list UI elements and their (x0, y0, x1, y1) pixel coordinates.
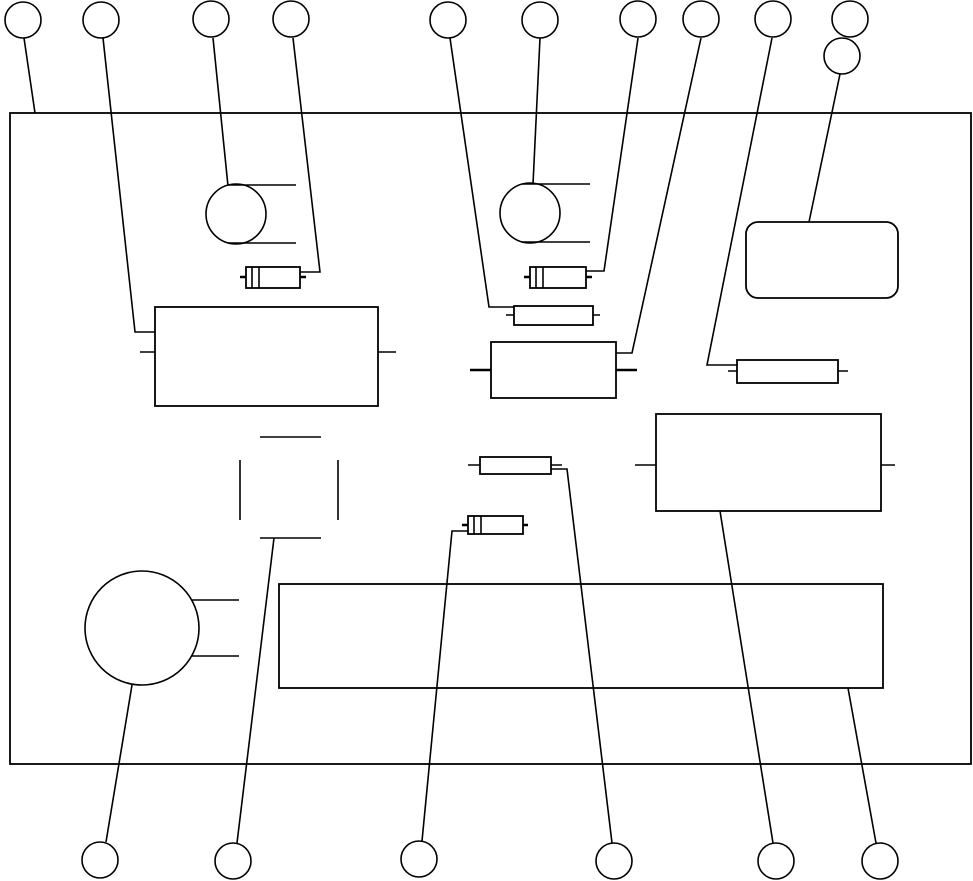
callout-b02 (214, 842, 252, 880)
callout-b04 (595, 842, 633, 880)
terminal-strip (278, 583, 884, 689)
callout-c08 (682, 0, 720, 38)
callout-c06 (521, 1, 559, 39)
leader-b05 (719, 510, 774, 844)
leader-b03 (421, 530, 468, 842)
leader-c06 (532, 37, 541, 185)
callout-b05 (757, 842, 795, 880)
leader-c04 (292, 37, 321, 273)
transistor-mid (499, 182, 590, 244)
ic-socket (239, 436, 339, 539)
diode-lower-mid (462, 515, 528, 535)
transformer-large (84, 570, 239, 686)
leader-c08 (616, 37, 702, 354)
capacitor-mid (470, 341, 637, 399)
leader-c09 (706, 37, 773, 366)
capacitor-right-large (635, 413, 895, 512)
callout-c02 (82, 1, 120, 39)
callout-b06 (861, 842, 899, 880)
leader-c01 (23, 37, 36, 114)
callout-c01 (4, 1, 42, 39)
callouts-bottom (81, 840, 899, 880)
diode-upper-mid (524, 266, 592, 289)
circuit-board-outline (9, 112, 972, 765)
resistor-lower-mid (468, 456, 562, 475)
callouts-top (4, 0, 869, 75)
leader-b01 (105, 684, 133, 843)
leader-c05 (449, 37, 514, 308)
callout-c11 (823, 37, 861, 75)
leader-c07 (586, 37, 639, 272)
leader-c03 (212, 37, 229, 187)
leader-lines (23, 37, 877, 844)
callout-b01 (81, 841, 119, 879)
callout-c09 (754, 0, 792, 38)
leader-b04 (551, 468, 613, 844)
callout-c10 (831, 0, 869, 38)
relay-box (745, 221, 899, 299)
resistor-upper-mid (506, 305, 600, 326)
leader-c02 (102, 37, 155, 333)
capacitor-left-large (140, 306, 396, 407)
diode-upper-left (240, 266, 306, 289)
callout-c04 (272, 0, 310, 38)
leader-c11 (808, 73, 841, 223)
callout-c03 (192, 0, 230, 38)
transistor-left (205, 183, 296, 245)
leader-b02 (236, 537, 275, 844)
callout-c07 (619, 0, 657, 38)
callout-b03 (400, 840, 438, 878)
leader-b06 (847, 687, 877, 844)
callout-c05 (429, 1, 467, 39)
resistor-right (728, 359, 848, 384)
